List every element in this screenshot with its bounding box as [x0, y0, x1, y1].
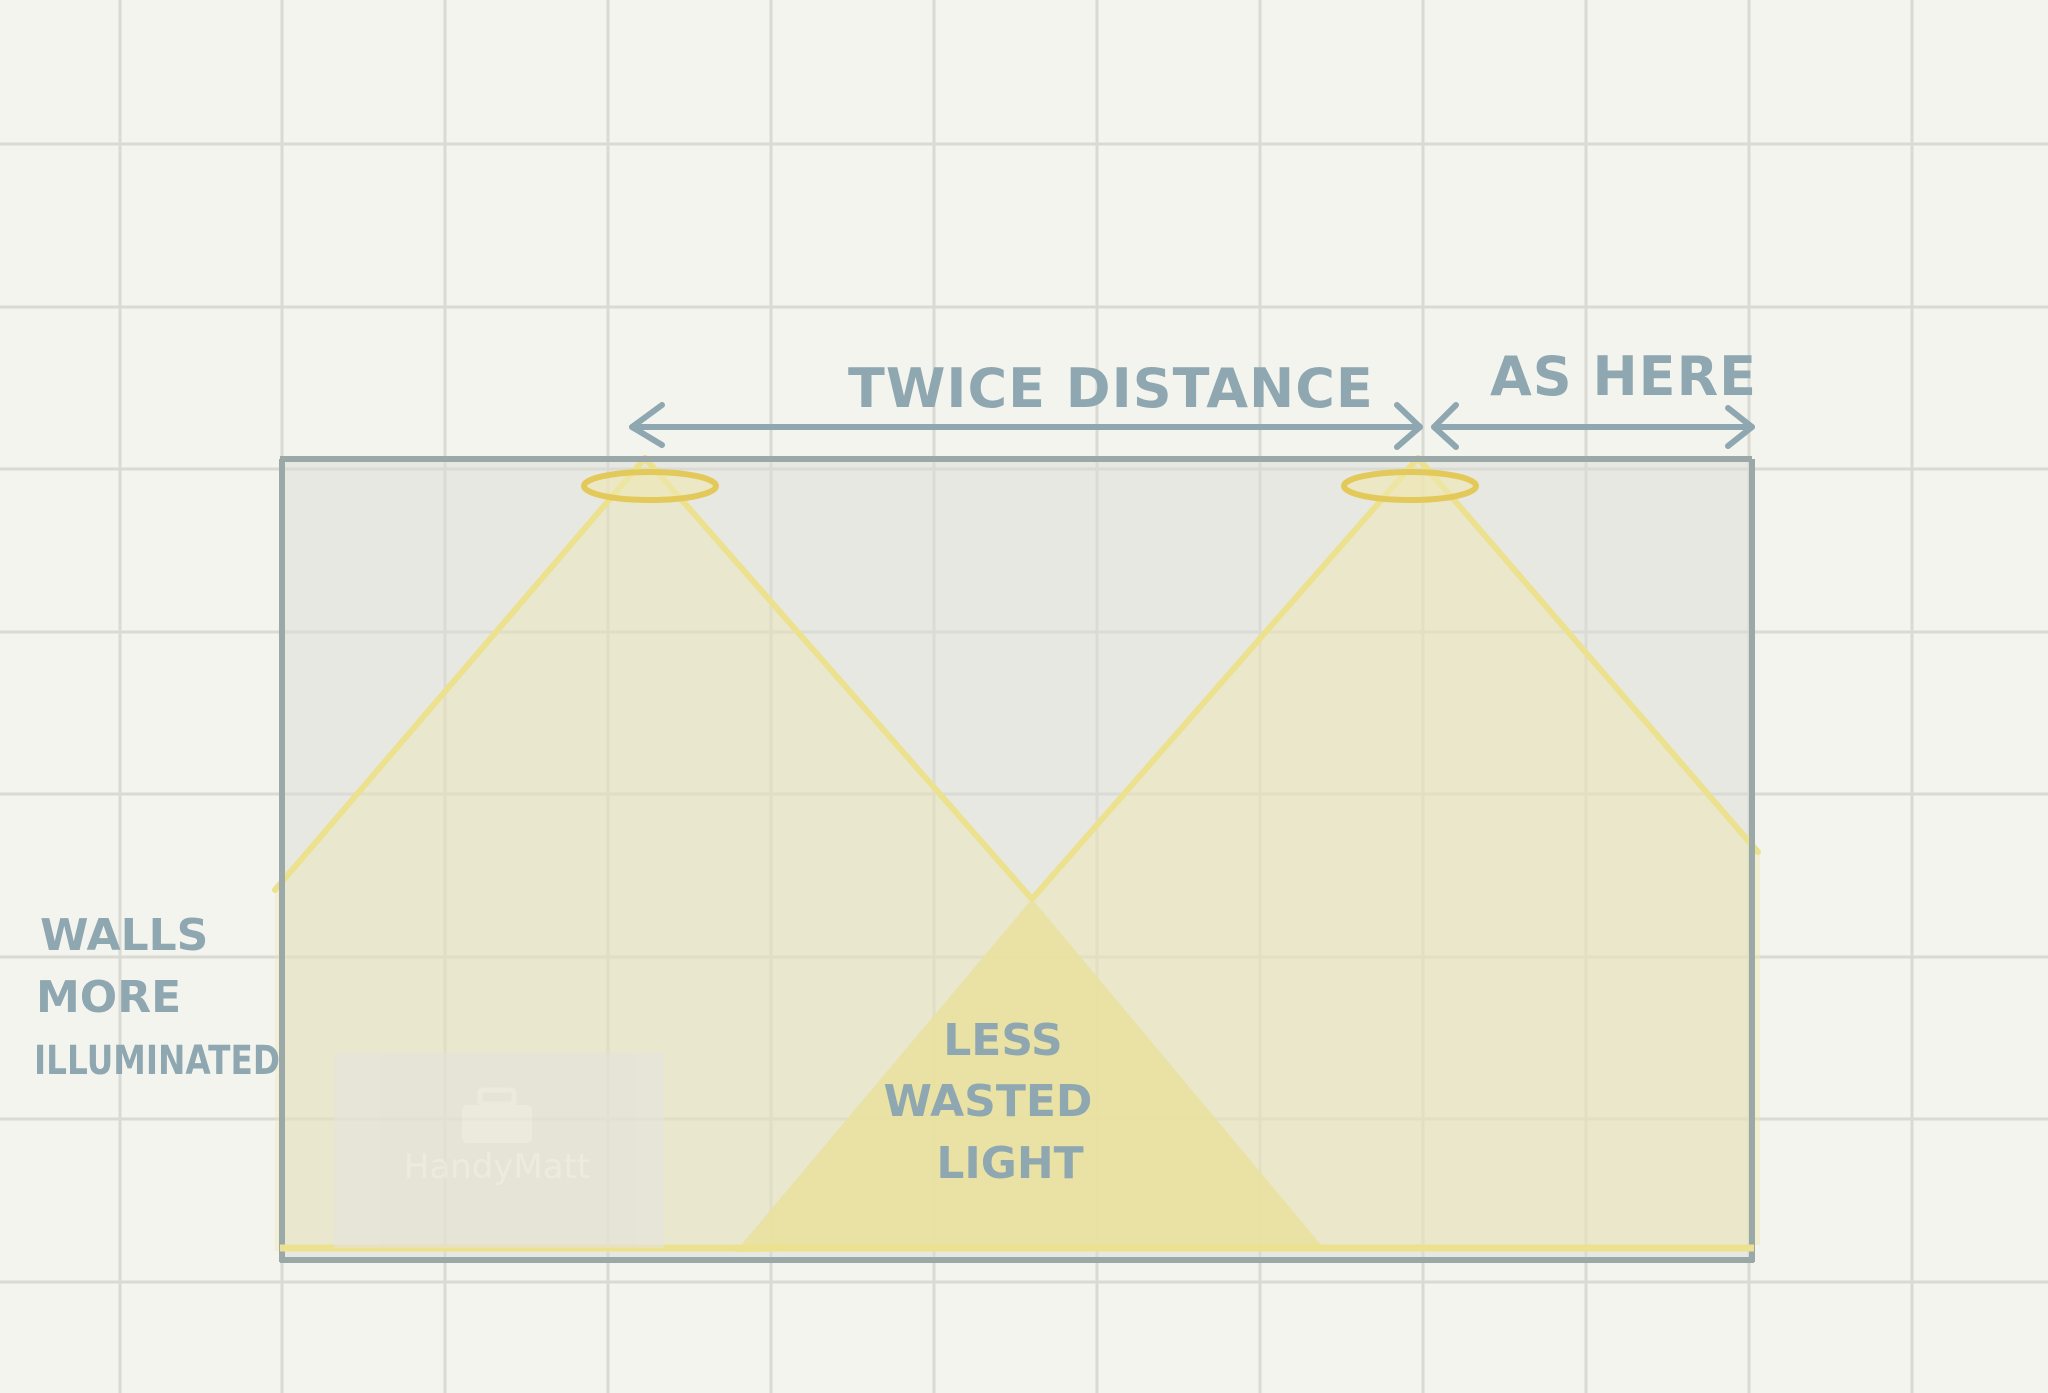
- walls-label-line2: MORE: [36, 972, 181, 1023]
- left-ceiling-light: [581, 469, 719, 503]
- left-light-cone: [275, 458, 1032, 1251]
- twice-distance-label: TWICE DISTANCE: [848, 357, 1374, 420]
- watermark-panel: [334, 1053, 664, 1248]
- overlap-label-line3: LIGHT: [936, 1138, 1083, 1189]
- as-here-right-arrowhead: [1725, 405, 1755, 449]
- right-cone-left-edge: [1029, 455, 1421, 902]
- overlap-triangle: [735, 899, 1322, 1252]
- watermark-brand: HandyMatt: [404, 1147, 591, 1187]
- room-outline: [279, 456, 1755, 1263]
- overlap-label-line2: WASTED: [884, 1076, 1093, 1127]
- right-light-cone: [1032, 458, 1760, 1245]
- light-beam-edges: [272, 455, 1761, 902]
- watermark-toolbox-icon: [462, 1105, 532, 1143]
- walls-label-line1: WALLS: [40, 910, 208, 961]
- annotation-labels: TWICE DISTANCE AS HERE WALLS MORE ILLUMI…: [34, 345, 1757, 1189]
- as-here-arrow: [1431, 402, 1755, 450]
- as-here-left-arrowhead: [1431, 402, 1459, 450]
- right-cone-right-edge: [1415, 455, 1761, 855]
- as-here-label: AS HERE: [1490, 345, 1757, 408]
- overlap-label-line1: LESS: [943, 1015, 1063, 1066]
- twice-distance-right-arrowhead: [1394, 402, 1423, 450]
- watermark: HandyMatt: [334, 1053, 664, 1248]
- twice-distance-left-arrowhead: [629, 402, 665, 448]
- left-cone-left-edge: [272, 455, 648, 893]
- left-cone-right-edge: [642, 455, 1035, 902]
- right-ceiling-light: [1341, 469, 1479, 503]
- twice-distance-arrow: [629, 402, 1423, 450]
- watermark-toolbox-handle: [477, 1087, 517, 1107]
- walls-label-line3: ILLUMINATED: [34, 1038, 280, 1084]
